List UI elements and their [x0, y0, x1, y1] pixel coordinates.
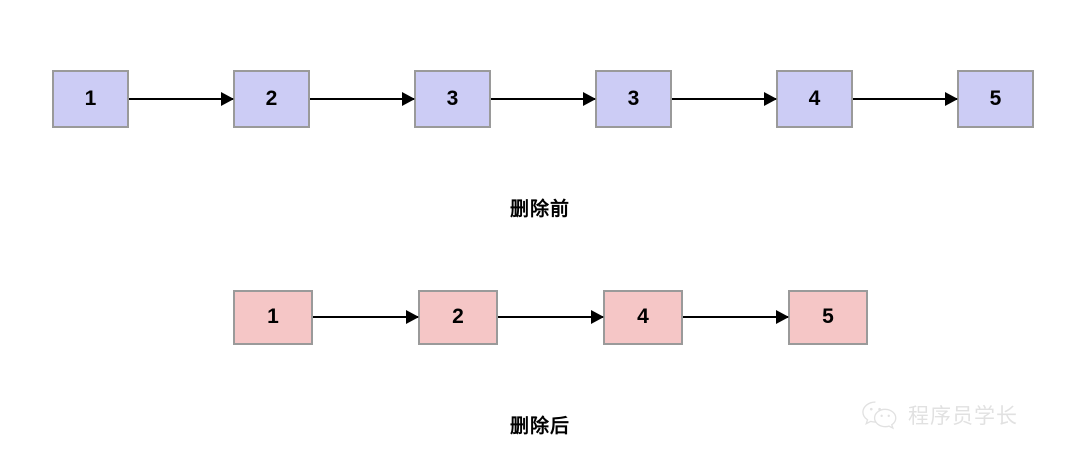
node-value: 3: [627, 87, 640, 110]
list-node: 3: [414, 70, 491, 128]
list-node: 2: [233, 70, 310, 128]
arrow-shaft: [129, 98, 233, 100]
link-arrow-icon: [313, 310, 419, 324]
arrow-shaft: [491, 98, 595, 100]
list-node: 1: [52, 70, 129, 128]
link-arrow-icon: [491, 92, 596, 106]
arrow-shaft: [683, 316, 788, 318]
node-value: 2: [452, 305, 464, 328]
list-node: 5: [788, 289, 868, 345]
node-value: 3: [446, 87, 459, 110]
list-node: 4: [603, 289, 683, 345]
arrow-head: [583, 92, 596, 106]
link-arrow-icon: [683, 310, 789, 324]
arrow-shaft: [313, 316, 418, 318]
link-arrow-icon: [498, 310, 604, 324]
list-node: 5: [957, 70, 1034, 128]
node-value: 1: [84, 87, 97, 110]
arrow-shaft: [853, 98, 957, 100]
linked-list-after: 1 2 4 5: [233, 287, 868, 347]
watermark: 程序员学长: [860, 398, 1018, 432]
arrow-head: [406, 310, 419, 324]
node-value: 1: [267, 305, 279, 328]
arrow-head: [221, 92, 234, 106]
watermark-text: 程序员学长: [908, 404, 1018, 428]
link-arrow-icon: [672, 92, 777, 106]
list-node: 2: [418, 289, 498, 345]
arrow-head: [764, 92, 777, 106]
node-value: 2: [265, 87, 278, 110]
node-value: 5: [822, 305, 834, 328]
list-node: 4: [776, 70, 853, 128]
arrow-head: [402, 92, 415, 106]
list-node: 3: [595, 70, 672, 128]
linked-list-before: 1 2 3 3 4: [52, 69, 1034, 129]
caption-after: 删除后: [509, 415, 570, 437]
arrow-shaft: [310, 98, 414, 100]
link-arrow-icon: [853, 92, 958, 106]
caption-before: 删除前: [509, 198, 570, 220]
arrow-head: [591, 310, 604, 324]
list-node: 1: [233, 289, 313, 345]
arrow-head: [776, 310, 789, 324]
arrow-shaft: [498, 316, 603, 318]
arrow-shaft: [672, 98, 776, 100]
wechat-logo-icon: [860, 398, 900, 432]
node-value: 4: [808, 87, 821, 110]
node-value: 4: [637, 305, 649, 328]
arrow-head: [945, 92, 958, 106]
link-arrow-icon: [310, 92, 415, 106]
link-arrow-icon: [129, 92, 234, 106]
node-value: 5: [989, 87, 1002, 110]
